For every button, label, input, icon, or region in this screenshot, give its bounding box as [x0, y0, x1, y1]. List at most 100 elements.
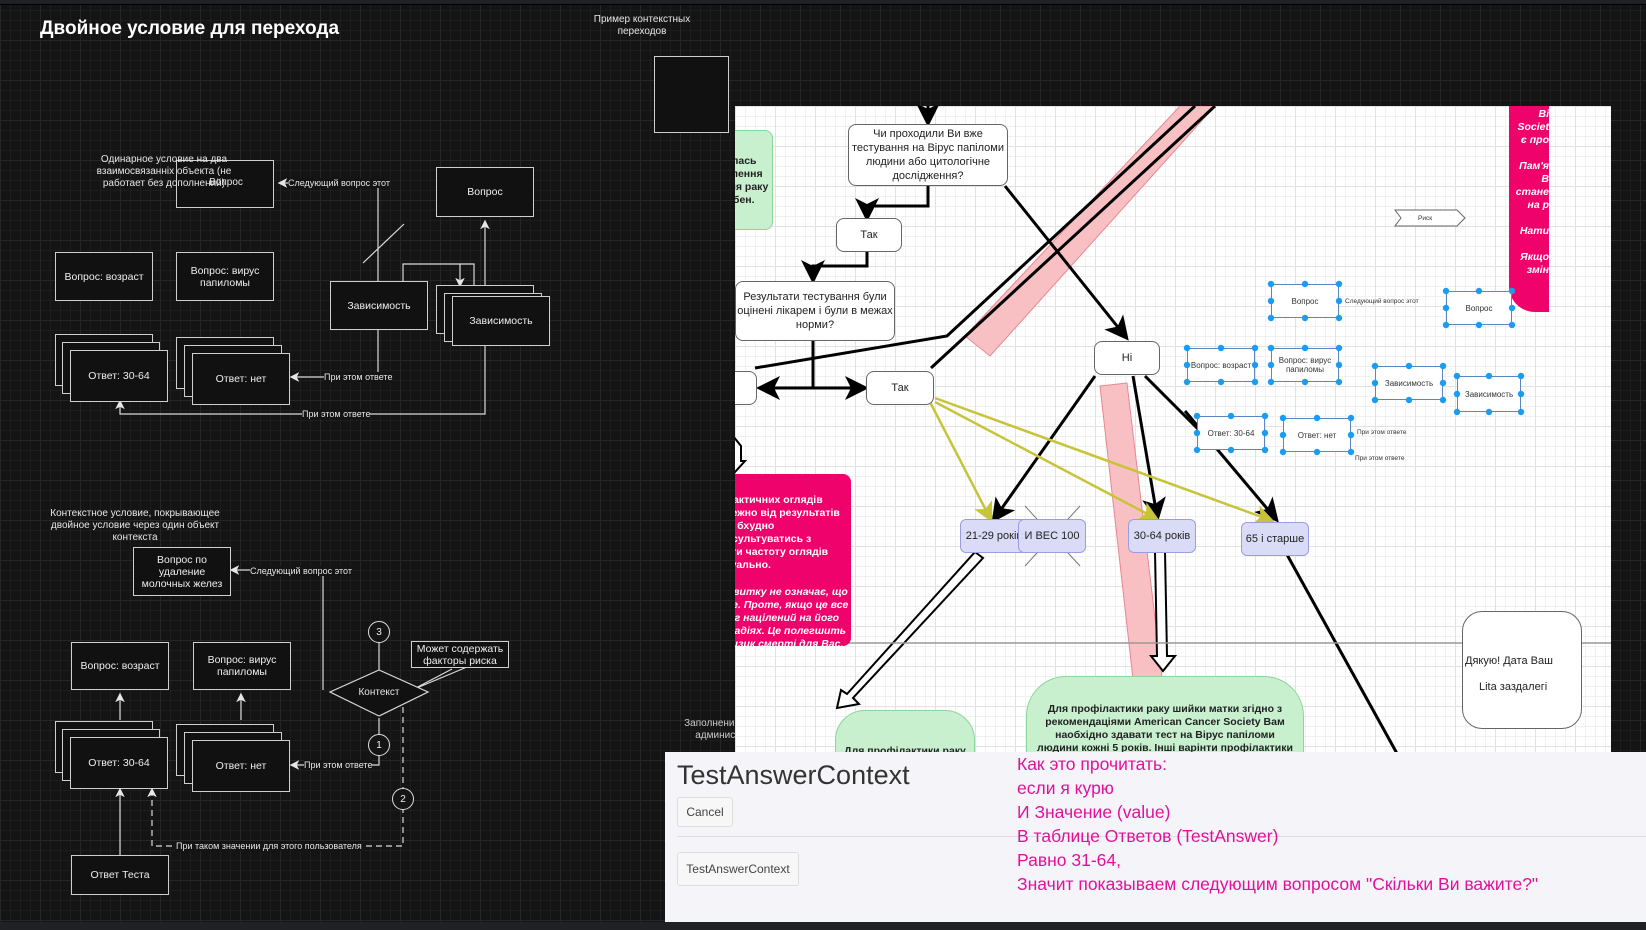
resize-handle[interactable]	[1508, 304, 1516, 312]
no-node-right[interactable]: Ні	[1094, 341, 1160, 375]
age-crossed[interactable]: И ВЕС 100	[1018, 519, 1086, 553]
resize-handle[interactable]	[1439, 396, 1447, 404]
resize-handle[interactable]	[1517, 372, 1525, 380]
resize-handle[interactable]	[1251, 361, 1259, 369]
context-label[interactable]: Контекст	[358, 687, 400, 698]
resize-handle[interactable]	[1301, 280, 1309, 288]
question-box[interactable]	[176, 160, 274, 208]
dependency-box-left[interactable]: Зависимость	[330, 281, 428, 330]
cancel-button[interactable]: Cancel	[677, 797, 733, 827]
resize-handle[interactable]	[1347, 414, 1355, 422]
resize-handle[interactable]	[1442, 321, 1450, 329]
mini-dependency-right[interactable]: Зависимость	[1457, 376, 1521, 412]
no-node-left[interactable]: Ні	[735, 371, 757, 405]
resize-handle[interactable]	[1193, 446, 1201, 454]
resize-handle[interactable]	[1301, 314, 1309, 322]
resize-handle[interactable]	[1485, 408, 1493, 416]
resize-handle[interactable]	[1335, 361, 1343, 369]
resize-handle[interactable]	[1335, 280, 1343, 288]
resize-handle[interactable]	[1347, 431, 1355, 439]
resize-handle[interactable]	[1371, 396, 1379, 404]
resize-handle[interactable]	[1301, 378, 1309, 386]
resize-handle[interactable]	[1267, 361, 1275, 369]
resize-handle[interactable]	[1183, 361, 1191, 369]
resize-handle[interactable]	[1183, 378, 1191, 386]
risk-tag-label[interactable]: Риск	[1418, 215, 1433, 222]
answer-age-box[interactable]: Ответ: 30-64	[70, 350, 168, 402]
resize-handle[interactable]	[1279, 431, 1287, 439]
resize-handle[interactable]	[1183, 344, 1191, 352]
resize-handle[interactable]	[1313, 448, 1321, 456]
mini-answer-age[interactable]: Ответ: 30-64	[1197, 416, 1265, 450]
resize-handle[interactable]	[1267, 297, 1275, 305]
resize-handle[interactable]	[1261, 429, 1269, 437]
resize-handle[interactable]	[1347, 448, 1355, 456]
resize-handle[interactable]	[1475, 321, 1483, 329]
resize-handle[interactable]	[1475, 287, 1483, 295]
test-answer-box[interactable]: Ответ Теста	[71, 855, 169, 895]
answer-no-box-2[interactable]: Ответ: нет	[192, 740, 290, 792]
resize-handle[interactable]	[1301, 344, 1309, 352]
resize-handle[interactable]	[1227, 446, 1235, 454]
pink-card-left[interactable]: профілактичних оглядів може лежно від ре…	[735, 474, 851, 650]
resize-handle[interactable]	[1217, 344, 1225, 352]
resize-handle[interactable]	[1335, 297, 1343, 305]
resize-handle[interactable]	[1405, 362, 1413, 370]
question-virus-box[interactable]: Вопрос: вирус папиломы	[176, 252, 274, 301]
light-diagram-canvas[interactable]: водилась видалення інг для раку потрібен…	[735, 106, 1611, 786]
resize-handle[interactable]	[1267, 314, 1275, 322]
question-results-node[interactable]: Результати тестування були оцінені лікар…	[735, 281, 895, 341]
resize-handle[interactable]	[1405, 396, 1413, 404]
resize-handle[interactable]	[1313, 414, 1321, 422]
dependency-box-right[interactable]: Зависимость	[452, 296, 550, 346]
question-virus-box-2[interactable]: Вопрос: вирус папиломы	[193, 642, 291, 690]
resize-handle[interactable]	[1508, 287, 1516, 295]
resize-handle[interactable]	[1442, 287, 1450, 295]
resize-handle[interactable]	[1335, 378, 1343, 386]
resize-handle[interactable]	[1485, 372, 1493, 380]
resize-handle[interactable]	[1517, 390, 1525, 398]
resize-handle[interactable]	[1227, 412, 1235, 420]
resize-handle[interactable]	[1371, 362, 1379, 370]
question-box-right[interactable]: Вопрос	[436, 167, 534, 217]
resize-handle[interactable]	[1267, 344, 1275, 352]
resize-handle[interactable]	[1508, 321, 1516, 329]
resize-handle[interactable]	[1251, 344, 1259, 352]
resize-handle[interactable]	[1279, 414, 1287, 422]
resize-handle[interactable]	[1267, 378, 1275, 386]
resize-handle[interactable]	[1251, 378, 1259, 386]
resize-handle[interactable]	[1193, 412, 1201, 420]
resize-handle[interactable]	[1193, 429, 1201, 437]
age-21-29[interactable]: 21-29 років	[960, 519, 1028, 553]
question-mammary-box[interactable]: Вопрос по удаление молочных желез	[133, 547, 231, 596]
resize-handle[interactable]	[1261, 412, 1269, 420]
yes-node-1[interactable]: Так	[836, 218, 902, 252]
green-card-top[interactable]: водилась видалення інг для раку потрібен…	[735, 130, 773, 230]
answer-age-box-2[interactable]: Ответ: 30-64	[70, 737, 168, 789]
resize-handle[interactable]	[1439, 379, 1447, 387]
resize-handle[interactable]	[1371, 379, 1379, 387]
risk-note-box[interactable]: Может содержать факторы риска	[411, 641, 509, 668]
resize-handle[interactable]	[1267, 280, 1275, 288]
age-30-64[interactable]: 30-64 років	[1128, 519, 1196, 553]
resize-handle[interactable]	[1217, 378, 1225, 386]
resize-handle[interactable]	[1453, 408, 1461, 416]
answer-no-box[interactable]: Ответ: нет	[192, 353, 290, 405]
question-age-box[interactable]: Вопрос: возраст	[55, 252, 153, 301]
age-65-plus[interactable]: 65 і старше	[1241, 522, 1309, 556]
resize-handle[interactable]	[1453, 372, 1461, 380]
resize-handle[interactable]	[1279, 448, 1287, 456]
resize-handle[interactable]	[1335, 344, 1343, 352]
resize-handle[interactable]	[1261, 446, 1269, 454]
resize-handle[interactable]	[1335, 314, 1343, 322]
test-answer-context-button[interactable]: TestAnswerContext	[677, 852, 799, 886]
question-age-box-2[interactable]: Вопрос: возраст	[71, 642, 169, 690]
resize-handle[interactable]	[1442, 304, 1450, 312]
resize-handle[interactable]	[1517, 408, 1525, 416]
example-frame[interactable]	[654, 56, 729, 133]
yes-node-2[interactable]: Так	[866, 371, 934, 405]
question-tested-node[interactable]: Чи проходили Ви вже тестування на Вірус …	[848, 124, 1008, 186]
resize-handle[interactable]	[1453, 390, 1461, 398]
resize-handle[interactable]	[1439, 362, 1447, 370]
